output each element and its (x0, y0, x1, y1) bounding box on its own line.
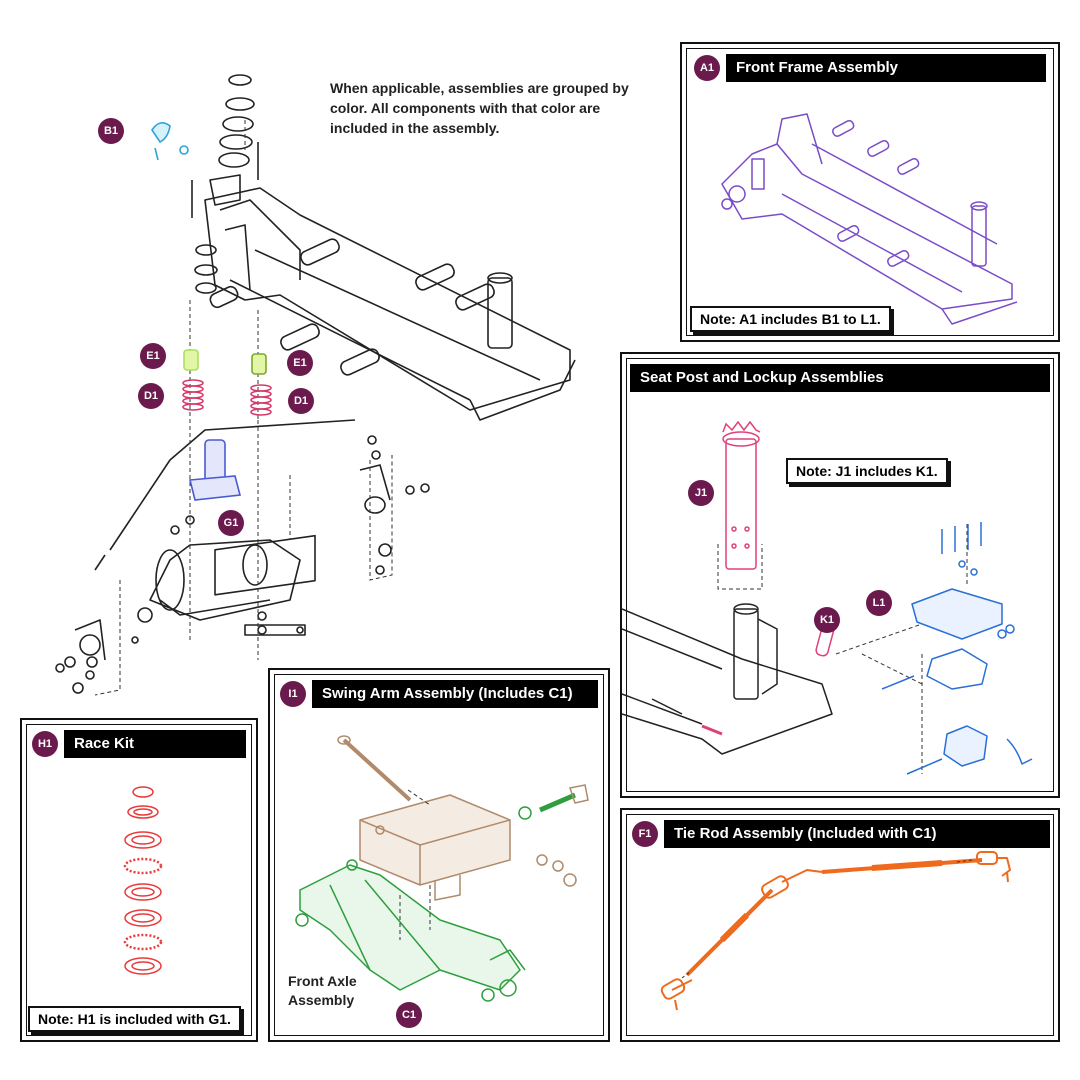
seat-post-title: Seat Post and Lockup Assemblies (640, 369, 884, 386)
front-axle-label-line2: Assembly (288, 992, 355, 1008)
front-frame-panel: Front Frame Assembly A1 Note: A1 include… (680, 42, 1060, 342)
tie-rod-drawing (660, 851, 1011, 1011)
race-kit-drawing (123, 786, 163, 975)
seat-post-note: Note: J1 includes K1. (786, 458, 948, 484)
front-axle-label-line1: Front Axle (288, 973, 357, 989)
seat-post-panel: Seat Post and Lockup Assemblies Note: J1… (620, 352, 1060, 798)
seat-post-header: Seat Post and Lockup Assemblies (630, 364, 1050, 392)
callout-b1: B1 (98, 118, 124, 144)
callout-c1: C1 (396, 1002, 422, 1028)
race-kit-title: Race Kit (74, 735, 135, 752)
swing-arm-title: Swing Arm Assembly (Includes C1) (322, 685, 573, 702)
front-frame-note: Note: A1 includes B1 to L1. (690, 306, 891, 332)
front-frame-badge: A1 (694, 55, 720, 81)
swing-arm-badge: I1 (280, 681, 306, 707)
front-axle-label: Front Axle Assembly (288, 972, 357, 1010)
swing-arm-panel: Swing Arm Assembly (Includes C1) I1 (268, 668, 610, 1042)
tie-rod-title: Tie Rod Assembly (Included with C1) (674, 825, 937, 842)
tie-rod-badge: F1 (632, 821, 658, 847)
callout-l1: L1 (866, 590, 892, 616)
callout-e1-right: E1 (287, 350, 313, 376)
callout-d1-right: D1 (288, 388, 314, 414)
front-frame-title: Front Frame Assembly (736, 59, 898, 76)
front-frame-header: Front Frame Assembly (726, 54, 1046, 82)
race-kit-panel: Race Kit H1 Note: H1 is included with G1… (20, 718, 258, 1042)
tie-rod-header: Tie Rod Assembly (Included with C1) (664, 820, 1050, 848)
callout-j1: J1 (688, 480, 714, 506)
tie-rod-panel: Tie Rod Assembly (Included with C1) F1 (620, 808, 1060, 1042)
swing-arm-header: Swing Arm Assembly (Includes C1) (312, 680, 598, 708)
front-frame-drawing (721, 113, 1018, 325)
callout-d1-left: D1 (138, 383, 164, 409)
callout-e1-left: E1 (140, 343, 166, 369)
swing-arm-drawing (295, 735, 589, 1002)
seat-post-drawing (621, 420, 1033, 775)
callout-k1: K1 (814, 607, 840, 633)
intro-text: When applicable, assemblies are grouped … (330, 80, 629, 136)
race-kit-badge: H1 (32, 731, 58, 757)
race-kit-header: Race Kit (64, 730, 246, 758)
race-kit-note: Note: H1 is included with G1. (28, 1006, 241, 1032)
callout-g1: G1 (218, 510, 244, 536)
